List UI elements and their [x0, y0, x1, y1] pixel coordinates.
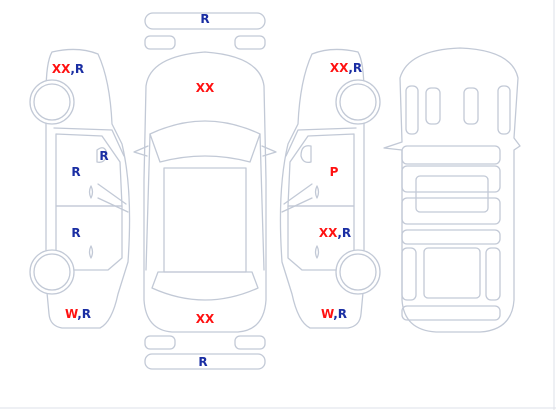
underbody-front-right-member [463, 87, 479, 125]
top-view [133, 12, 277, 370]
underbody-outline [383, 47, 521, 333]
left-rear-wheel-rim [33, 253, 71, 291]
front-left-lamp [144, 35, 176, 50]
underbody-left-rear-rail [401, 247, 417, 301]
right-rear-wheel [335, 249, 381, 295]
left-front-fender-label: XX,R [52, 62, 84, 76]
underbody-view [383, 47, 521, 333]
right-side-view [279, 48, 381, 329]
underbody-rear-end-panel [401, 305, 501, 321]
underbody-dash-panel [401, 145, 501, 165]
right-mirror [300, 145, 312, 164]
right-front-wheel-rim [339, 83, 377, 121]
left-front-door [55, 133, 123, 207]
left-mirror-label: R [99, 149, 108, 163]
right-door-crease-lower [281, 197, 313, 213]
left-front-door-label: R [71, 165, 80, 179]
right-front-fender-label: XX,R [330, 61, 362, 75]
left-door-crease [97, 183, 127, 205]
underbody-front-floor [401, 165, 501, 193]
right-front-door-label: P [330, 165, 339, 179]
left-window-line [53, 127, 125, 157]
underbody-right-rear-rail [485, 247, 501, 301]
underbody-floor-tunnel [415, 175, 489, 213]
rear-bumper-bottom [144, 353, 266, 370]
left-side-view [29, 48, 131, 329]
rear-bumper-label: R [198, 355, 207, 369]
left-rear-wheel [29, 249, 75, 295]
hood-label: XX [196, 81, 215, 95]
front-bumper-label: R [200, 12, 209, 26]
rear-right-lamp [234, 335, 266, 350]
right-rear-quarter-label: W,R [321, 307, 347, 321]
underbody-front-left-member [425, 87, 441, 125]
underbody-right-front-rail [497, 85, 511, 135]
underbody-center-floor [401, 197, 501, 225]
right-rear-door-handle [314, 245, 320, 259]
right-rear-wheel-rim [339, 253, 377, 291]
right-front-door-handle [314, 185, 320, 199]
left-front-door-handle [88, 185, 94, 199]
left-side-mirror-top [133, 145, 149, 157]
front-bumper-top [144, 12, 266, 30]
left-front-wheel [29, 79, 75, 125]
left-a-pillar [145, 133, 151, 271]
right-front-door [287, 133, 355, 207]
underbody-crossmember [401, 229, 501, 245]
right-door-crease [283, 183, 313, 205]
right-rear-door-label: XX,R [319, 226, 351, 240]
left-front-wheel-rim [33, 83, 71, 121]
left-body-outline [45, 48, 131, 329]
right-body-outline [279, 48, 365, 329]
underbody-left-front-rail [405, 85, 419, 135]
left-rear-door-label: R [71, 226, 80, 240]
top-body-outline [143, 51, 267, 333]
right-a-pillar [259, 133, 265, 271]
roof [163, 167, 247, 273]
front-right-lamp [234, 35, 266, 50]
rear-window [151, 271, 259, 301]
right-window-line [285, 127, 357, 157]
underbody-rear-floor [423, 247, 481, 299]
windshield [149, 120, 261, 163]
left-mirror [96, 147, 108, 163]
right-side-mirror-top [261, 145, 277, 157]
right-front-wheel [335, 79, 381, 125]
left-rear-quarter-label: W,R [65, 307, 91, 321]
rear-left-lamp [144, 335, 176, 350]
rear-panel-label: XX [196, 312, 215, 326]
left-rear-door-handle [88, 245, 94, 259]
left-door-crease-lower [97, 197, 129, 213]
